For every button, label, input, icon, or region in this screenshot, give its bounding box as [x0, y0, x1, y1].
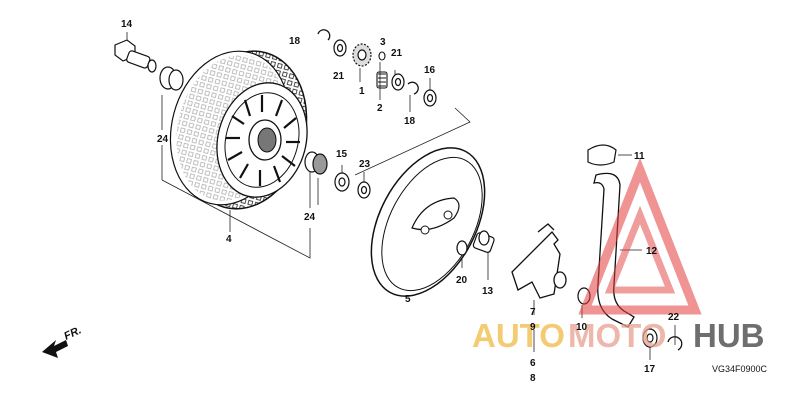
label-21-top: 21	[333, 71, 345, 82]
cap-11	[587, 144, 617, 166]
clip-18-mid	[407, 81, 419, 95]
bushing-left	[159, 66, 184, 91]
front-arrow-label: FR.	[62, 324, 83, 342]
label-18-mid: 18	[404, 116, 416, 127]
diagram-code: VG34F0900C	[712, 364, 768, 374]
label-4: 4	[226, 234, 232, 245]
watermark-logo: AUTO MOTO HUB	[472, 157, 765, 354]
watermark-text-auto: AUTO	[472, 317, 565, 354]
label-11: 11	[634, 151, 645, 162]
bushing-right	[304, 151, 328, 175]
label-1: 1	[359, 86, 365, 97]
front-arrow: FR.	[42, 324, 83, 358]
label-22: 22	[668, 312, 680, 323]
label-3: 3	[380, 37, 386, 48]
washer-15	[334, 172, 350, 192]
clip-18-top	[317, 29, 331, 41]
label-18-top: 18	[289, 36, 301, 47]
washer-16	[423, 89, 437, 107]
label-8: 8	[530, 373, 536, 384]
label-2: 2	[377, 103, 383, 114]
label-12: 12	[646, 246, 658, 257]
spacer-13	[472, 230, 495, 253]
tension-rod	[593, 172, 635, 328]
label-24-right: 24	[304, 212, 316, 223]
label-9: 9	[530, 322, 536, 333]
label-20: 20	[456, 275, 468, 286]
label-23: 23	[359, 159, 371, 170]
label-14: 14	[121, 19, 133, 30]
washer-21-mid	[391, 73, 405, 91]
pinion-gear	[352, 43, 372, 67]
label-7: 7	[530, 307, 536, 318]
label-24-left: 24	[157, 134, 169, 145]
washer-23	[357, 181, 371, 199]
part-labels: 14 24 4 24 15 23 18 21 3 1 2 21 18 16 5 …	[121, 19, 680, 384]
watermark-text-hub: HUB	[693, 317, 765, 354]
drive-arm	[511, 223, 567, 299]
label-21-mid: 21	[391, 48, 403, 59]
axle-bolt	[114, 39, 157, 73]
label-6: 6	[530, 358, 536, 369]
label-16: 16	[424, 65, 436, 76]
spring-2	[376, 71, 388, 89]
watermark-text-moto: MOTO	[568, 317, 666, 354]
washer-21-top	[333, 39, 347, 57]
label-5: 5	[405, 294, 411, 305]
label-15: 15	[336, 149, 348, 160]
collar-20	[456, 240, 468, 256]
pawl-3	[378, 51, 386, 61]
clip-22	[667, 336, 683, 351]
label-10: 10	[576, 322, 588, 333]
label-13: 13	[482, 286, 494, 297]
wheel-tire	[169, 50, 308, 210]
gear-cover	[370, 147, 486, 297]
label-17: 17	[644, 364, 656, 375]
washer-17	[642, 328, 658, 348]
